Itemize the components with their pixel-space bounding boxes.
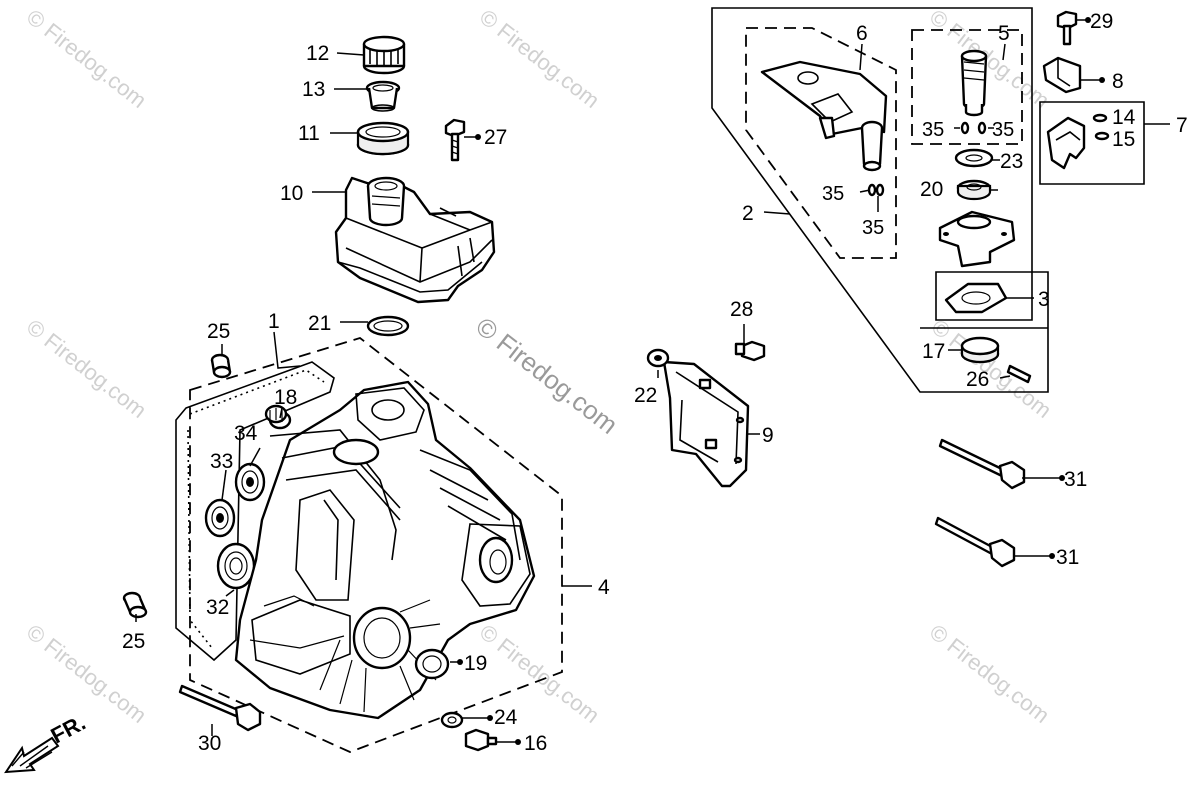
assembly-7-boundary	[1039, 101, 1145, 185]
watermark-bottom-right: © Firedog.com	[925, 619, 1054, 728]
assembly-5-boundary	[911, 29, 1023, 145]
bracket-7-part	[1046, 113, 1110, 170]
callout-13: 13	[302, 78, 325, 101]
oil-cap-part	[362, 35, 406, 75]
callout-31-lower: 31	[1056, 546, 1079, 569]
bolt-29-part	[1056, 10, 1078, 46]
washer-23-part	[954, 148, 994, 168]
grommet-22-part	[646, 348, 670, 368]
gasket-part	[175, 361, 335, 662]
shift-housing-part	[938, 210, 1016, 268]
callout-4: 4	[598, 576, 610, 599]
clip-8-part	[1042, 56, 1082, 94]
watermark-mid-left: © Firedog.com	[22, 314, 151, 423]
callout-35-right: 35	[992, 119, 1014, 141]
dowel-pin-lower-part	[122, 591, 148, 619]
callout-11: 11	[298, 122, 320, 145]
callout-25-upper: 25	[207, 320, 230, 343]
callout-32: 32	[206, 596, 229, 619]
bolt-30-part	[178, 684, 262, 732]
seal-ring-part	[356, 121, 410, 156]
bearing-32-part	[216, 542, 256, 590]
needle-bearing-18-part	[264, 404, 292, 430]
callout-17: 17	[922, 340, 945, 363]
callout-35-arm-lower: 35	[862, 217, 884, 239]
callout-14: 14	[1112, 106, 1136, 129]
o-ring-21-part	[366, 315, 410, 337]
washer-24-part	[440, 711, 464, 729]
bolt-27-part	[444, 118, 466, 162]
callout-30: 30	[198, 732, 221, 755]
seal-17-part	[960, 336, 1000, 364]
leader-dots	[457, 17, 1105, 745]
gasket-3-part	[944, 282, 1008, 314]
callout-15: 15	[1112, 128, 1135, 151]
callout-12: 12	[306, 42, 329, 65]
dowel-pin-upper-part	[210, 353, 232, 379]
callout-1: 1	[268, 310, 280, 333]
assembly-2-boundary	[711, 7, 1049, 393]
watermark-mid-right: © Firedog.com	[927, 314, 1056, 423]
oil-cap-group	[334, 35, 496, 337]
watermark-top-center: © Firedog.com	[475, 4, 604, 113]
callout-6: 6	[856, 22, 868, 45]
pin-26-part	[1006, 364, 1032, 384]
callout-18: 18	[274, 386, 297, 409]
gearcase-body-part	[234, 380, 536, 720]
watermark-top-right: © Firedog.com	[925, 4, 1054, 113]
callout-5: 5	[998, 22, 1010, 45]
callout-29: 29	[1090, 10, 1113, 33]
shift-group	[711, 7, 1145, 568]
cover-plate-9-part	[662, 360, 750, 488]
callout-34: 34	[234, 422, 258, 445]
callout-22: 22	[634, 384, 657, 407]
callout-31-upper: 31	[1064, 468, 1087, 491]
oil-seal-20-part	[956, 179, 992, 201]
callout-9: 9	[762, 424, 774, 447]
shift-arm-6-part	[760, 60, 888, 172]
callout-10: 10	[280, 182, 303, 205]
callout-8: 8	[1112, 70, 1124, 93]
callout-2: 2	[742, 202, 754, 225]
gearcase-group	[122, 337, 563, 753]
cover-plate-group	[646, 340, 766, 488]
callout-23: 23	[1000, 150, 1023, 173]
callout-19: 19	[464, 652, 487, 675]
oil-seal-19-part	[414, 648, 450, 680]
bolt-31-upper-part	[938, 438, 1026, 490]
shaft-5-part	[960, 49, 988, 117]
oil-tank-part	[334, 176, 496, 304]
assembly-6-boundary	[745, 27, 897, 259]
bolt-16-part	[464, 728, 498, 752]
callout-20: 20	[920, 178, 943, 201]
callout-33: 33	[210, 450, 233, 473]
callout-labels: 12 13 11 27 10 21 25 1 18 34 33 32 25 4 …	[122, 10, 1188, 755]
callout-21: 21	[308, 312, 331, 335]
assembly-3-boundary	[935, 271, 1033, 321]
assembly-4-boundary	[189, 337, 563, 753]
watermark-top-left: © Firedog.com	[22, 4, 151, 113]
o-ring-35-part	[867, 121, 987, 197]
callout-16: 16	[524, 732, 547, 755]
callout-7: 7	[1176, 114, 1188, 137]
callout-35-arm: 35	[822, 183, 844, 205]
callout-28: 28	[730, 298, 753, 321]
bolt-31-lower-part	[934, 516, 1016, 568]
front-indicator: FR.	[4, 710, 90, 774]
bearing-34-part	[234, 462, 266, 502]
callout-26: 26	[966, 368, 989, 391]
bearing-33-part	[204, 498, 236, 538]
callout-27: 27	[484, 126, 507, 149]
filter-part	[365, 80, 401, 112]
callout-35-left: 35	[922, 119, 944, 141]
callout-3: 3	[1038, 288, 1050, 311]
callout-25-lower: 25	[122, 630, 145, 653]
watermark-center: © Firedog.com	[470, 311, 623, 440]
callout-24: 24	[494, 706, 518, 729]
bolt-28-part	[734, 340, 766, 362]
